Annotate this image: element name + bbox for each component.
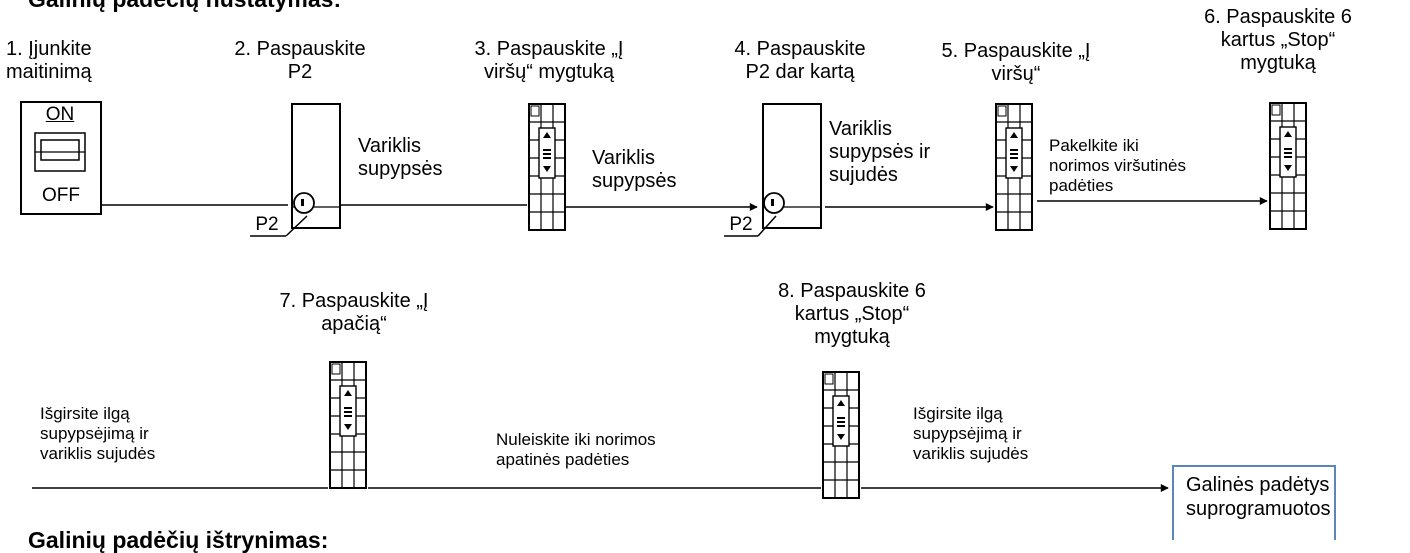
remote-control-icon-step5 bbox=[995, 103, 1033, 231]
flow-diagram bbox=[20, 101, 1307, 499]
heading-setting-end-positions: Galinių padėčių nustatymas: bbox=[28, 0, 341, 12]
connector-lines bbox=[32, 197, 1268, 492]
remote-control-icon-step3 bbox=[528, 103, 566, 231]
p2-label: P2 bbox=[255, 214, 279, 235]
remote-control-icon-step6 bbox=[1269, 102, 1307, 230]
switch-off-label: OFF bbox=[42, 185, 80, 206]
power-switch-icon bbox=[20, 101, 102, 215]
receiver-unit-icon-2 bbox=[724, 103, 822, 237]
switch-on-label: ON bbox=[45, 104, 75, 125]
receiver-unit-icon bbox=[250, 103, 341, 237]
p2-label-2: P2 bbox=[729, 214, 753, 235]
remote-control-icon-step7 bbox=[329, 361, 367, 489]
remote-control-icon-step8 bbox=[822, 371, 860, 499]
